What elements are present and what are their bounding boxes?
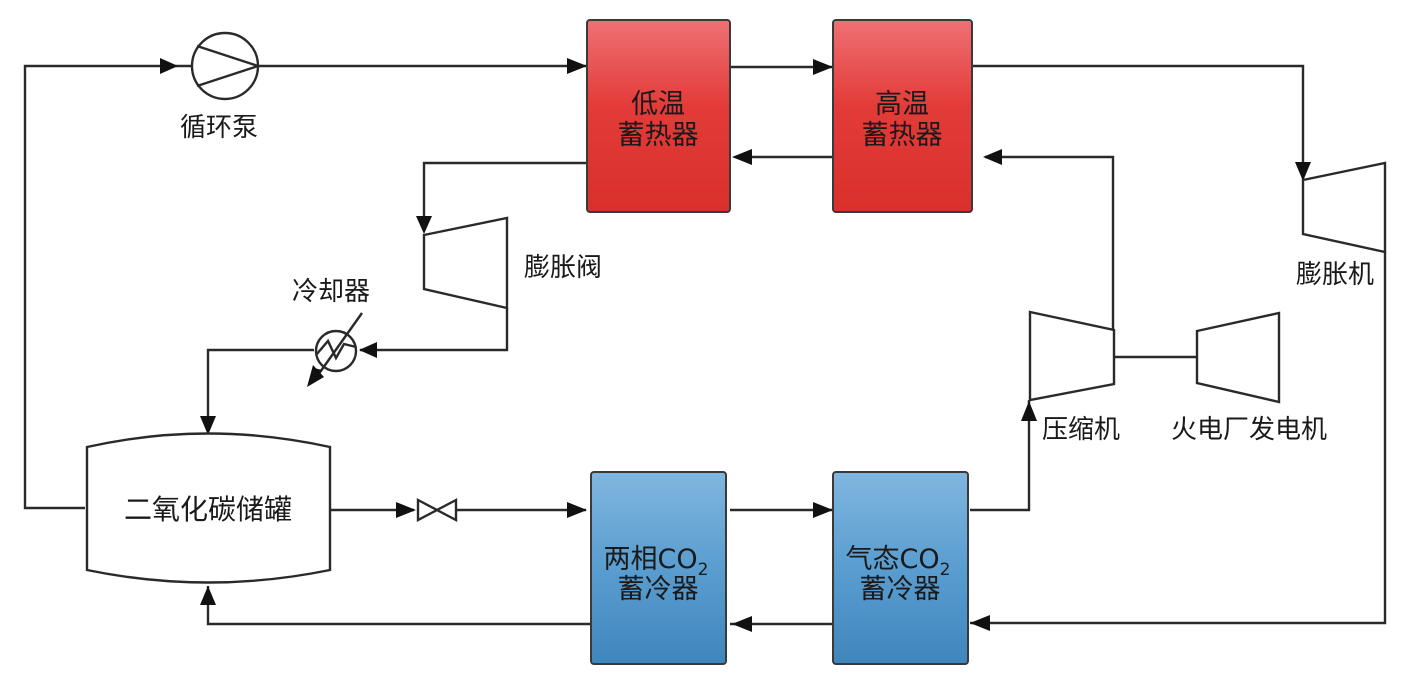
arrow-right-to-valve bbox=[396, 502, 416, 518]
high-temp-heat-store-label-2: 蓄热器 bbox=[862, 120, 943, 151]
gas-co2-cold-store-label-1: 气态CO2 bbox=[846, 544, 951, 580]
co2-tank: 二氧化碳储罐 bbox=[85, 432, 332, 584]
arrow-right-to-gas-store bbox=[813, 502, 833, 518]
arrow-left-to-cooler bbox=[359, 342, 377, 358]
expander-icon bbox=[1301, 161, 1387, 254]
arrow-up-to-compressor bbox=[1021, 401, 1037, 421]
gas-co2-cold-store-label-2: 蓄冷器 bbox=[860, 574, 941, 605]
arrow-left-to-high-store bbox=[983, 149, 1002, 165]
low-temp-heat-store: 低温 蓄热器 bbox=[586, 19, 731, 213]
arrow-left-to-gas-store bbox=[970, 615, 990, 631]
expander-label: 膨胀机 bbox=[1296, 260, 1374, 290]
pipe-compressor-to-high-store bbox=[985, 155, 1115, 330]
co2-tank-label: 二氧化碳储罐 bbox=[124, 493, 292, 526]
generator-label: 火电厂发电机 bbox=[1171, 415, 1327, 445]
cooler-icon bbox=[307, 312, 363, 387]
arrow-down-to-expansion-valve bbox=[416, 216, 432, 234]
arrow-right-to-high-store bbox=[813, 59, 833, 75]
two-phase-co2-cold-store-label-2: 蓄冷器 bbox=[618, 574, 699, 605]
compressor-icon bbox=[1028, 310, 1116, 402]
arrow-right-to-two-phase-store bbox=[567, 502, 587, 518]
two-phase-co2-cold-store-label-1: 两相CO2 bbox=[604, 544, 709, 580]
pipe-expansion-valve-to-cooler bbox=[360, 308, 509, 352]
expansion-valve-label: 膨胀阀 bbox=[524, 253, 602, 283]
arrow-down-to-tank bbox=[200, 416, 216, 435]
two-phase-co2-cold-store: 两相CO2 蓄冷器 bbox=[590, 471, 727, 665]
cooler-label: 冷却器 bbox=[292, 277, 370, 307]
valve-icon[interactable] bbox=[416, 498, 458, 522]
arrow-right-to-pump bbox=[160, 58, 178, 74]
compressor-label: 压缩机 bbox=[1042, 415, 1120, 445]
expansion-valve-icon bbox=[422, 216, 509, 310]
pipe-expander-to-gas-cold-store bbox=[970, 252, 1387, 625]
pipe-tank-to-pump bbox=[23, 64, 193, 510]
arrow-left-to-two-phase-store bbox=[732, 616, 752, 632]
pipe-cooler-to-tank bbox=[206, 348, 314, 432]
arrow-left-to-low-store bbox=[732, 149, 752, 165]
high-temp-heat-store: 高温 蓄热器 bbox=[832, 19, 973, 213]
arrow-right-to-low-store bbox=[567, 58, 587, 74]
pipe-low-store-to-expansion-valve bbox=[422, 161, 586, 225]
pipe-two-phase-to-tank bbox=[206, 586, 590, 626]
arrow-up-to-tank bbox=[200, 586, 216, 605]
pipe-high-store-to-expander bbox=[972, 64, 1305, 179]
gas-co2-cold-store: 气态CO2 蓄冷器 bbox=[832, 471, 969, 665]
pump-label: 循环泵 bbox=[180, 113, 258, 143]
low-temp-heat-store-label-2: 蓄热器 bbox=[618, 120, 699, 151]
generator-icon bbox=[1195, 311, 1281, 404]
pipe-gas-store-to-compressor bbox=[970, 400, 1031, 512]
high-temp-heat-store-label-1: 高温 bbox=[875, 89, 929, 120]
low-temp-heat-store-label-1: 低温 bbox=[631, 89, 685, 120]
arrow-down-to-expander bbox=[1295, 162, 1311, 181]
pump-icon bbox=[190, 31, 260, 101]
